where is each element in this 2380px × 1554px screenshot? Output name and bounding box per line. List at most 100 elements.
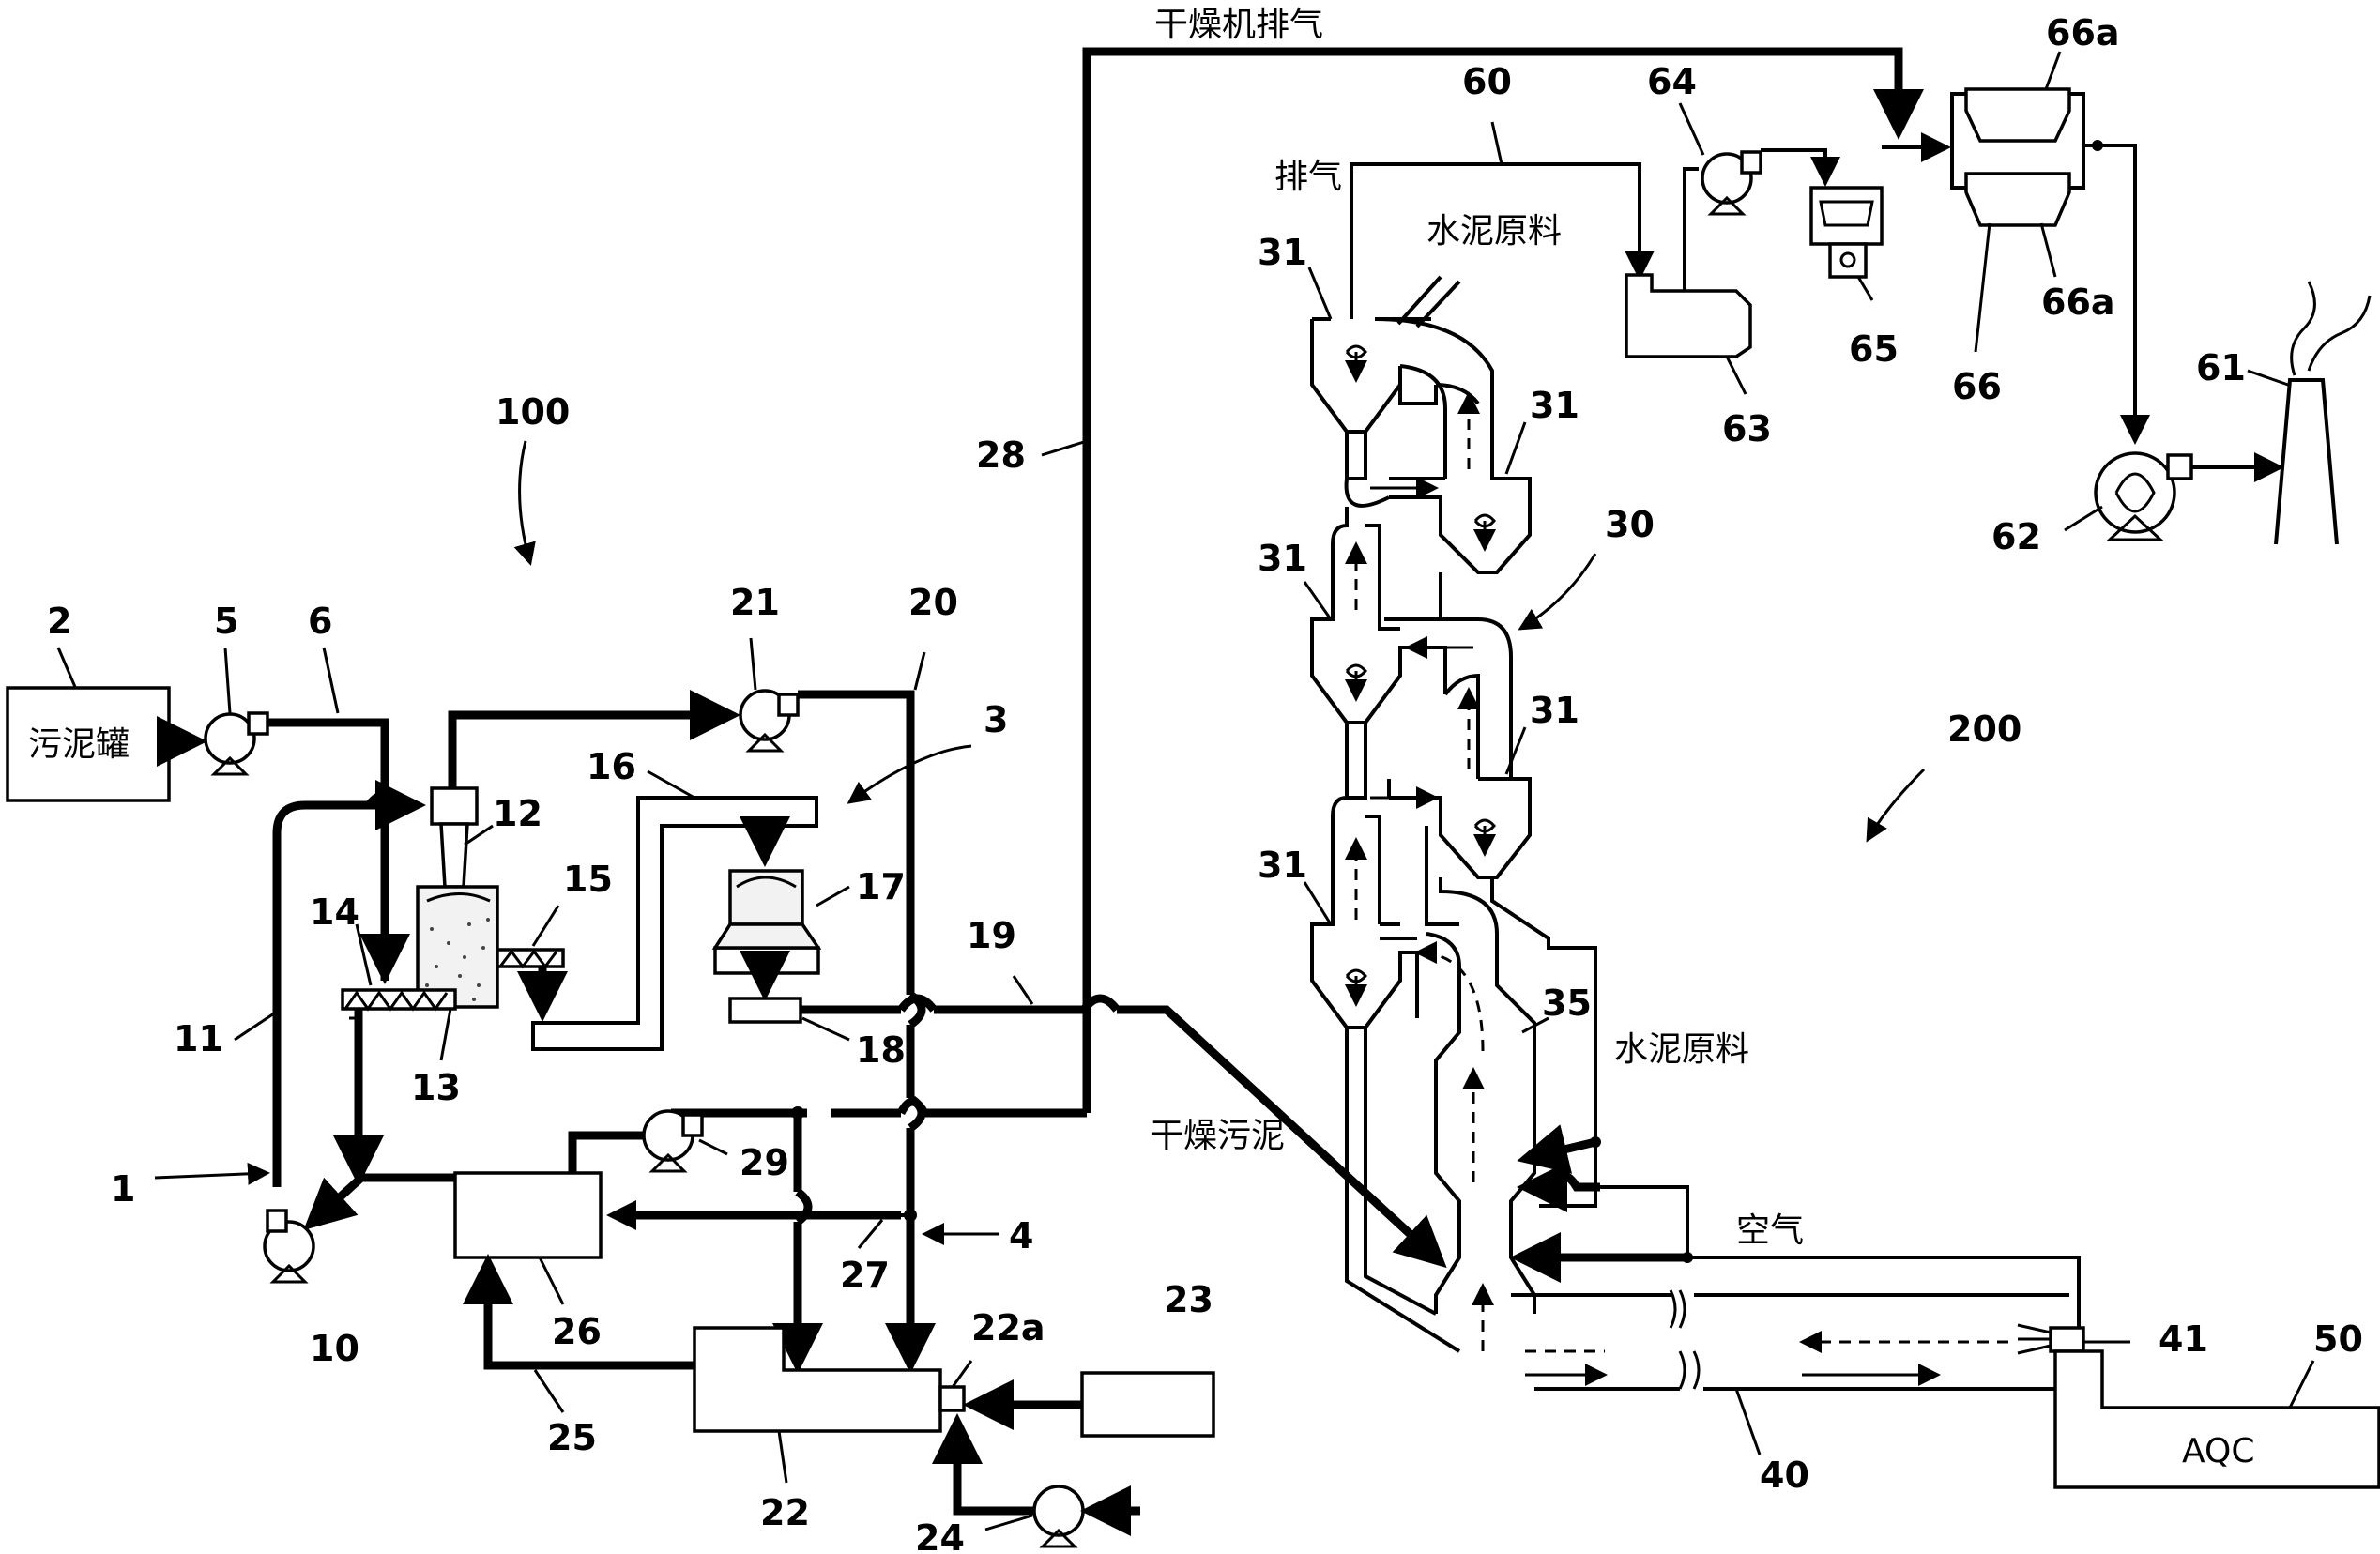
leader-30 xyxy=(1518,553,1597,631)
aqc-label: AQC xyxy=(2182,1432,2254,1470)
pump29-suction xyxy=(568,1131,644,1173)
ref-27: 27 xyxy=(840,1255,890,1296)
ref-29: 29 xyxy=(740,1142,789,1183)
pump-5-icon xyxy=(204,711,269,776)
leader-13 xyxy=(439,1008,452,1061)
sludge-tank-label: 污泥罐 xyxy=(28,725,130,764)
dried-sludge-label: 干燥污泥 xyxy=(1150,1117,1285,1155)
leader-62 xyxy=(2064,505,2103,532)
dried-sludge-line-19 xyxy=(801,1005,1441,1262)
ref-31a: 31 xyxy=(1258,232,1307,273)
fan-62-icon xyxy=(2094,451,2193,541)
ref-15: 15 xyxy=(563,859,613,900)
leader-31c xyxy=(1303,581,1333,620)
sludge-tank-box xyxy=(6,686,171,802)
pump-10-icon xyxy=(263,1209,315,1284)
leader-60 xyxy=(1490,121,1503,165)
ref-200: 200 xyxy=(1947,708,2021,750)
burner-41 xyxy=(2049,1326,2085,1353)
ref-13: 13 xyxy=(411,1067,461,1108)
screw-conveyor-15-icon xyxy=(496,948,565,969)
line-66-to-62 xyxy=(2083,144,2150,445)
ref-31b: 31 xyxy=(1530,385,1579,426)
ref-30: 30 xyxy=(1605,504,1655,545)
ref-31e: 31 xyxy=(1258,845,1307,886)
ref-5: 5 xyxy=(214,601,238,642)
leader-200 xyxy=(1866,768,1926,843)
line-64-to-65 xyxy=(1761,148,1840,187)
feeder-18-box xyxy=(728,997,802,1024)
leader-66a-bot xyxy=(2039,222,2057,278)
leader-63 xyxy=(1725,356,1747,395)
box-23 xyxy=(1080,1371,1215,1438)
cyclone-12-icon xyxy=(430,786,479,889)
swirl-icons xyxy=(1347,344,1494,1004)
leader-50 xyxy=(2288,1360,2315,1409)
ref-61: 61 xyxy=(2196,347,2246,388)
pump-21-icon xyxy=(739,689,800,753)
ref-66a-top: 66a xyxy=(2046,12,2120,53)
ref-23: 23 xyxy=(1164,1279,1213,1320)
leader-17 xyxy=(816,885,850,907)
dryer-exhaust-label: 干燥机排气 xyxy=(1154,6,1323,44)
dryer-13-icon xyxy=(416,885,499,1009)
ref-17: 17 xyxy=(856,866,906,907)
cement-raw-top-label: 水泥原料 xyxy=(1426,212,1562,251)
silo-17-icon xyxy=(711,816,822,975)
air-label: 空气 xyxy=(1736,1211,1804,1250)
sludge-line-6 xyxy=(267,718,389,981)
burner-spray xyxy=(2017,1323,2052,1355)
leader-28 xyxy=(1041,439,1088,457)
crossover-bump-20a xyxy=(908,991,926,1028)
ref-24: 24 xyxy=(915,1517,965,1554)
pump-24-icon xyxy=(1032,1485,1085,1548)
pump-29-icon xyxy=(642,1109,704,1173)
ref-31c: 31 xyxy=(1258,538,1307,579)
leader-16 xyxy=(647,769,695,800)
ref-19: 19 xyxy=(967,915,1016,956)
leader-100 xyxy=(513,440,536,566)
recirc-line-11 xyxy=(272,780,426,1187)
leader-22 xyxy=(777,1430,788,1484)
leader-18 xyxy=(801,1016,850,1042)
leader-14 xyxy=(355,923,373,986)
box-22 xyxy=(693,1326,942,1433)
leader-40 xyxy=(1734,1388,1762,1455)
leader-2 xyxy=(56,647,77,688)
nozzle-22a xyxy=(938,1385,966,1412)
ref-14: 14 xyxy=(310,891,359,933)
preheater-tower-30 xyxy=(1310,317,1597,1353)
raw-feed-top-1 xyxy=(1396,275,1442,326)
ref-66a-bot: 66a xyxy=(2041,282,2115,323)
unit-65-icon xyxy=(1809,186,1884,279)
ref-28: 28 xyxy=(976,434,1026,476)
leader-31b xyxy=(1504,421,1527,475)
leader-1 xyxy=(154,1162,270,1185)
leader-19 xyxy=(1012,975,1034,1005)
aqc-box-50 xyxy=(2053,1349,2380,1489)
leader-15 xyxy=(531,905,560,947)
leader-22a xyxy=(951,1360,973,1388)
ref-16: 16 xyxy=(587,746,636,787)
ref-41: 41 xyxy=(2159,1318,2208,1360)
leader-66a-top xyxy=(2044,51,2062,90)
ref-40: 40 xyxy=(1760,1455,1809,1496)
leader-24 xyxy=(984,1514,1033,1531)
line-25 xyxy=(463,1254,694,1370)
unit-66-icon xyxy=(1950,87,2085,227)
crossover-bump-6 xyxy=(365,790,404,808)
leader-35 xyxy=(1521,1016,1549,1034)
leader-65 xyxy=(1856,276,1874,301)
exhaust-line-60 xyxy=(1350,162,1655,319)
ref-60: 60 xyxy=(1462,61,1512,102)
leader-12 xyxy=(464,824,494,846)
ref-65: 65 xyxy=(1849,328,1899,370)
ref-64: 64 xyxy=(1647,61,1697,102)
box-63 xyxy=(1625,273,1752,358)
line-24-up xyxy=(932,1413,1034,1516)
leader-66 xyxy=(1974,222,1991,353)
duct-16 xyxy=(531,796,818,1051)
leader-61 xyxy=(2247,369,2289,387)
ref-62: 62 xyxy=(1991,516,2041,557)
